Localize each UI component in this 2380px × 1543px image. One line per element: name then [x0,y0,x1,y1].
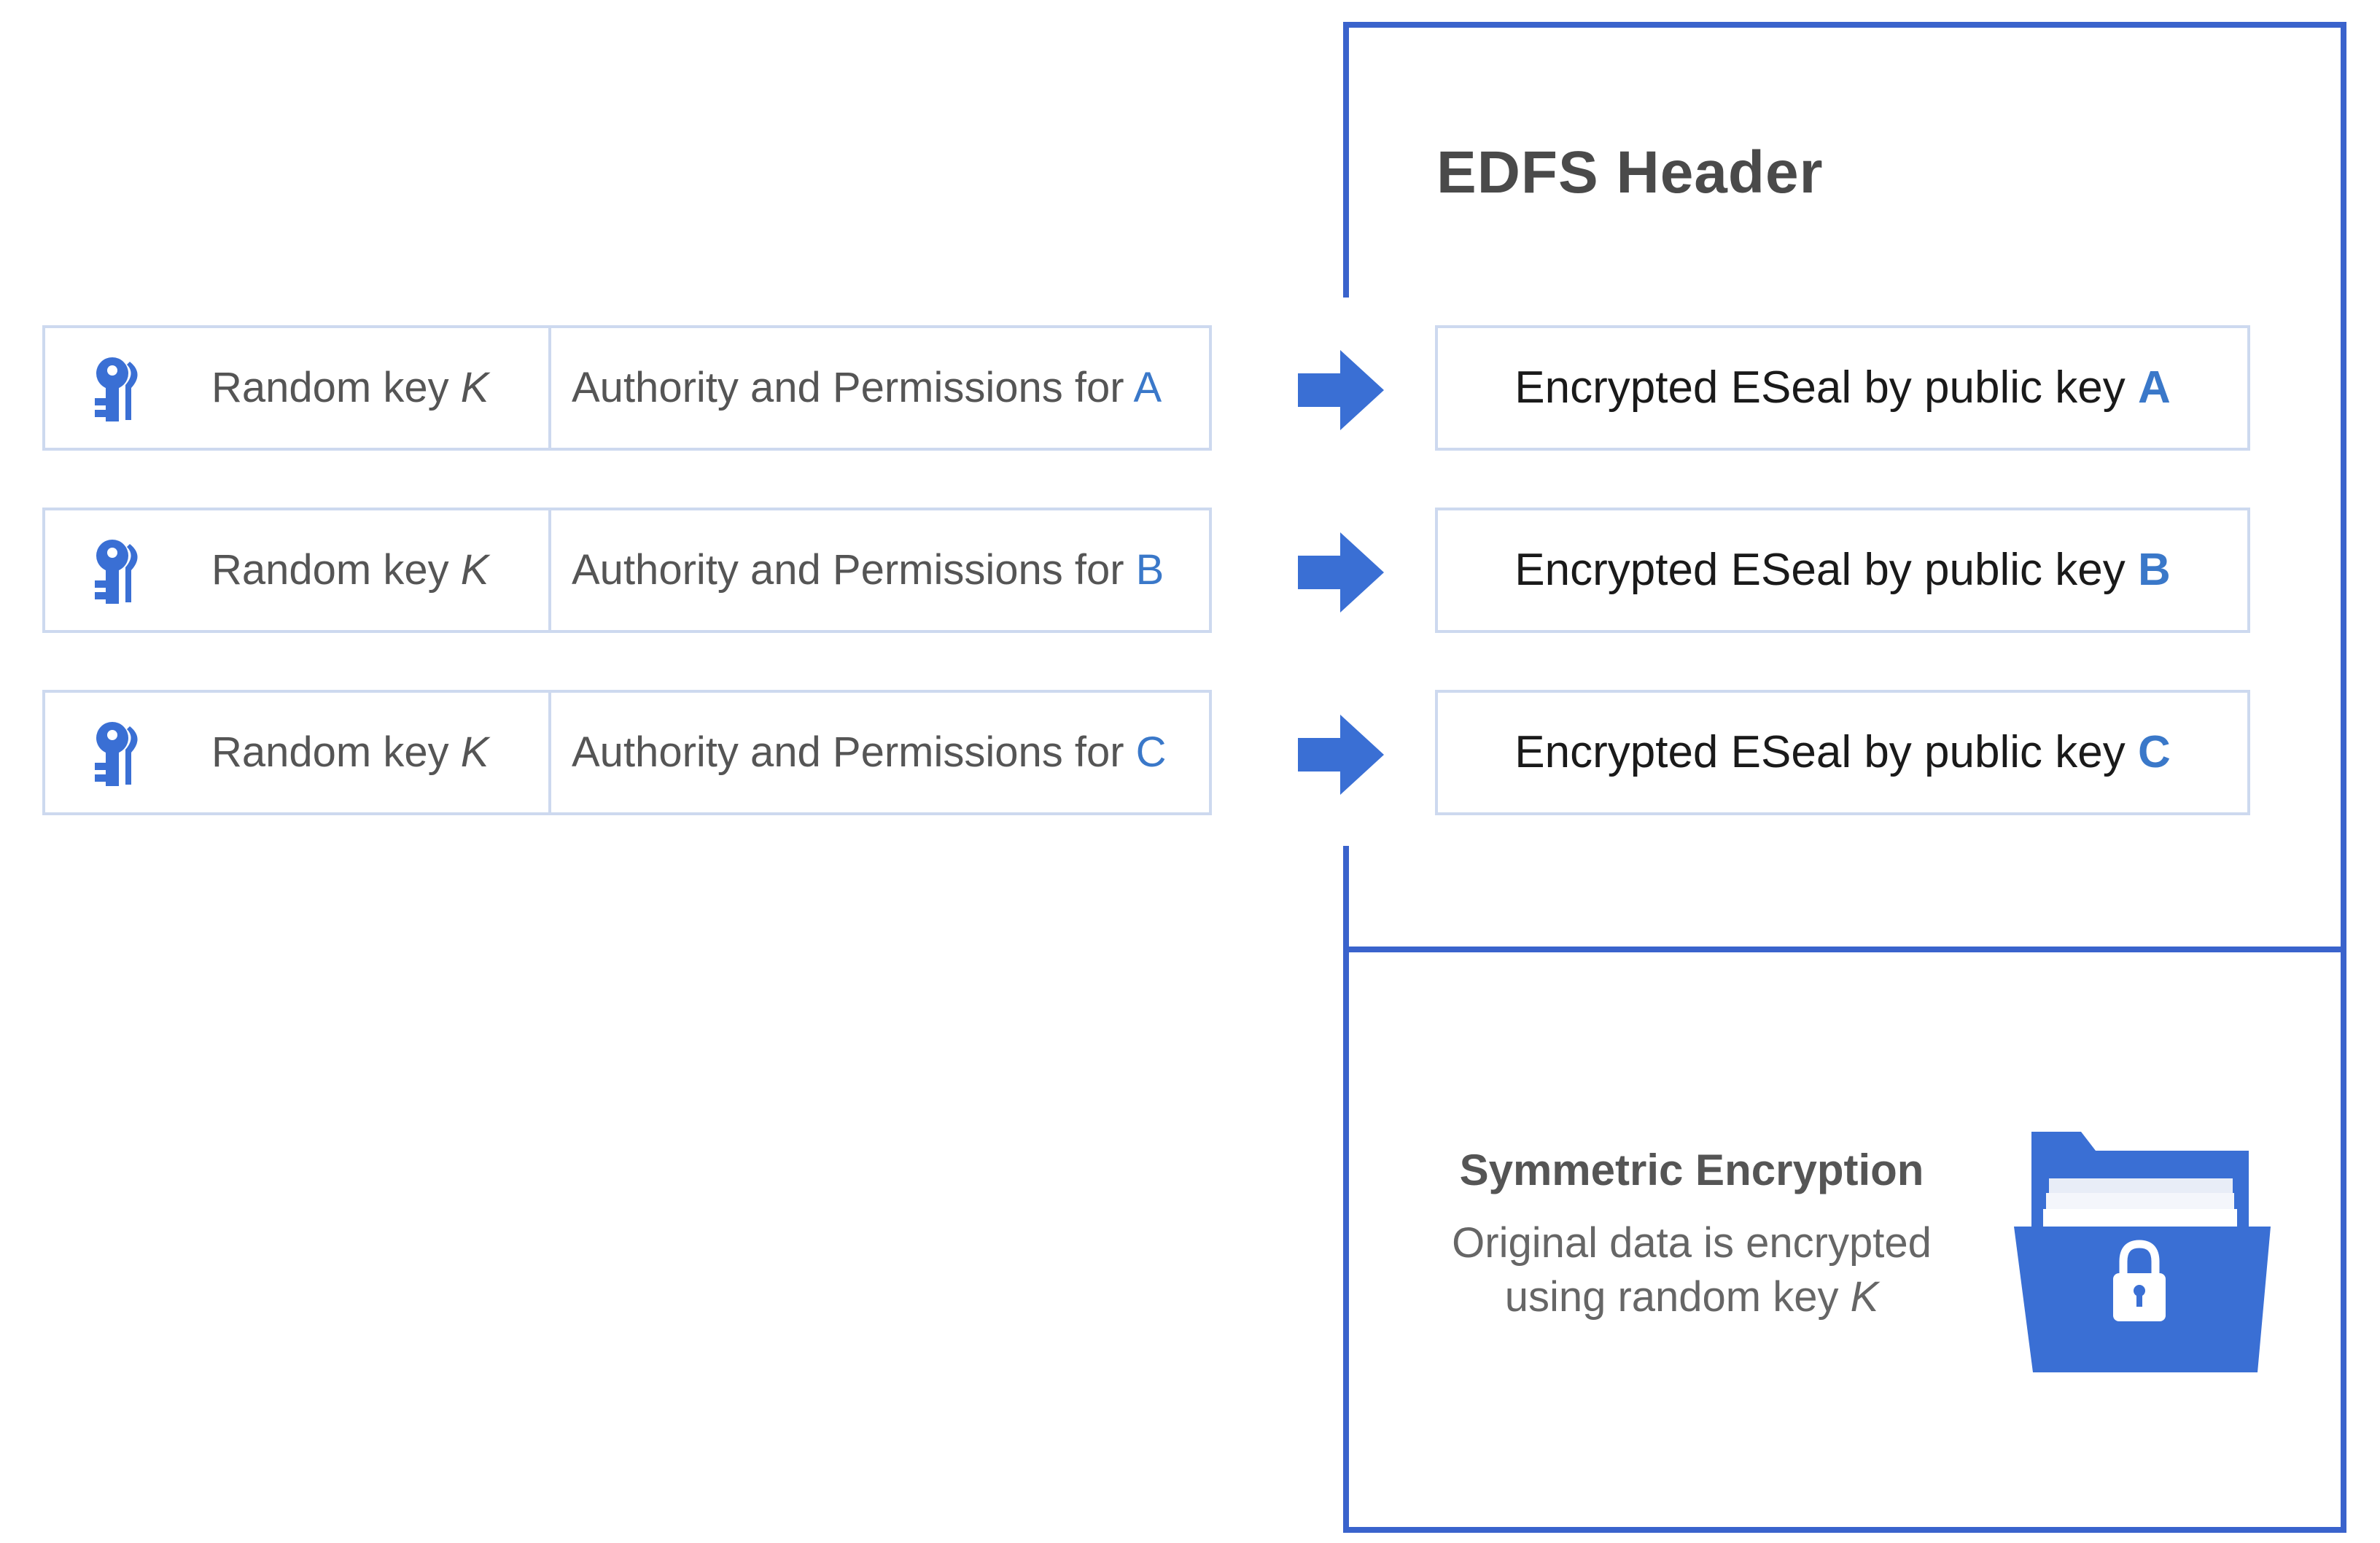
description-line-2: using random key K [1504,1273,1879,1321]
encrypted-eseal-box-a: Encrypted ESeal by public key A [1435,325,2250,451]
arrow-right-icon [1298,715,1384,795]
arrow-right-icon [1298,350,1384,430]
box-divider [548,325,551,451]
key-permission-box-b: Random key K Authority and Permissions f… [42,508,1212,633]
box-divider [548,508,551,633]
key-icon [95,722,138,786]
symmetric-encryption-title: Symmetric Encryption [1459,1146,1924,1194]
random-key-label: Random key K [211,728,489,776]
encrypted-eseal-box-c: Encrypted ESeal by public key C [1435,690,2250,815]
description-line-1: Original data is encrypted [1452,1219,1932,1267]
locked-folder-icon [2014,1132,2271,1372]
key-icon [95,357,138,421]
permissions-label: Authority and Permissions for A [572,364,1162,411]
encrypted-eseal-box-b: Encrypted ESeal by public key B [1435,508,2250,633]
permissions-label: Authority and Permissions for B [572,546,1164,594]
random-key-label: Random key K [211,364,489,411]
random-key-label: Random key K [211,546,489,594]
arrow-right-icon [1298,532,1384,613]
permissions-label: Authority and Permissions for C [572,728,1167,776]
box-divider [548,690,551,815]
key-permission-box-c: Random key K Authority and Permissions f… [42,690,1212,815]
symmetric-encryption-description: Original data is encrypted using random … [1385,1216,1998,1324]
padlock-icon [2113,1240,2166,1321]
key-icon [95,540,138,604]
key-permission-box-a: Random key K Authority and Permissions f… [42,325,1212,451]
edfs-header-title: EDFS Header [1436,139,1824,206]
